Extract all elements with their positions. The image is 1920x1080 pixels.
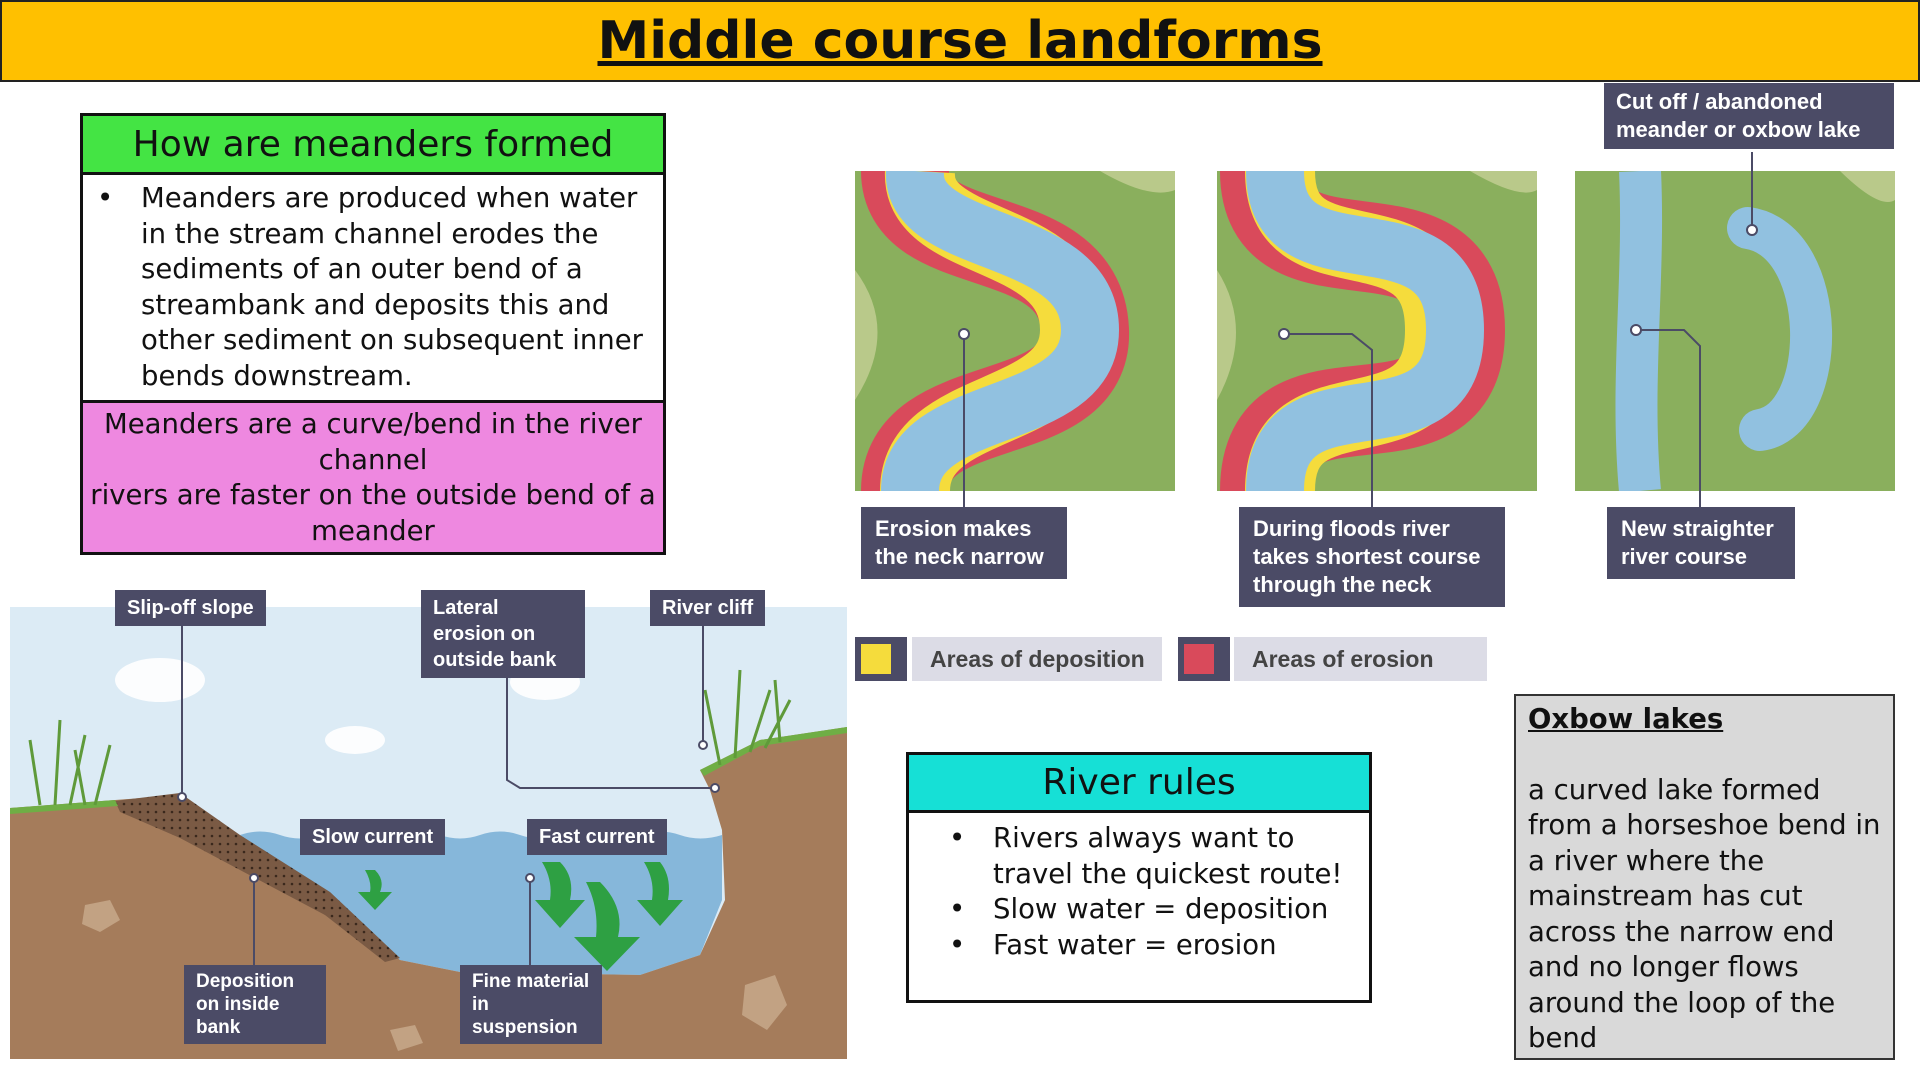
meander-panel-3 [1575,171,1895,491]
rule-item: Slow water = deposition [949,892,1359,928]
current-arrow-icons [358,862,683,971]
title-bar: Middle course landforms [0,0,1920,82]
label-during-floods: During floods river takes shortest cours… [1239,507,1505,607]
definition-line-1: Meanders are a curve/bend in the river c… [104,408,642,476]
rule-item: Fast water = erosion [949,928,1359,964]
label-erosion-neck: Erosion makes the neck narrow [861,507,1067,579]
label-slow-current: Slow current [300,819,446,855]
label-cut-off: Cut off / abandoned meander or oxbow lak… [1604,83,1894,149]
legend-erosion: Areas of erosion [1234,637,1487,681]
grass-icons [28,669,792,806]
meander-panel-1 [855,171,1175,491]
label-new-course: New straighter river course [1607,507,1795,579]
label-fast-current: Fast current [527,819,667,855]
erosion-swatch [1178,637,1230,681]
label-deposition-inside-bank: Deposition on inside bank [184,965,326,1044]
deposition-swatch [855,637,907,681]
meander-panel-2 [1217,171,1537,491]
river-rules-box: River rules Rivers always want to travel… [906,752,1372,1003]
label-lateral-erosion: Lateral erosion on outside bank [421,590,585,678]
pointer-lines [181,625,715,967]
oxbow-lakes-box: Oxbow lakes a curved lake formed from a … [1514,694,1895,1060]
legend-deposition: Areas of deposition [912,637,1162,681]
meanders-bullet: Meanders are produced when water in the … [97,181,643,394]
meanders-heading: How are meanders formed [83,116,663,175]
label-river-cliff: River cliff [650,590,766,626]
meander-definition: Meanders are a curve/bend in the river c… [83,400,663,552]
river-rules-heading: River rules [909,755,1369,813]
meanders-box: How are meanders formed Meanders are pro… [80,113,666,555]
page-title: Middle course landforms [597,11,1323,71]
rule-item: Rivers always want to travel the quickes… [949,821,1359,892]
meander-pointer-lines [963,152,1753,507]
oxbow-lakes-heading: Oxbow lakes [1528,703,1724,735]
label-fine-material: Fine material in suspension [460,965,602,1044]
label-slip-off-slope: Slip-off slope [115,590,266,626]
definition-line-2: rivers are faster on the outside bend of… [90,479,656,547]
oxbow-lakes-text: a curved lake formed from a horseshoe be… [1528,773,1881,1055]
